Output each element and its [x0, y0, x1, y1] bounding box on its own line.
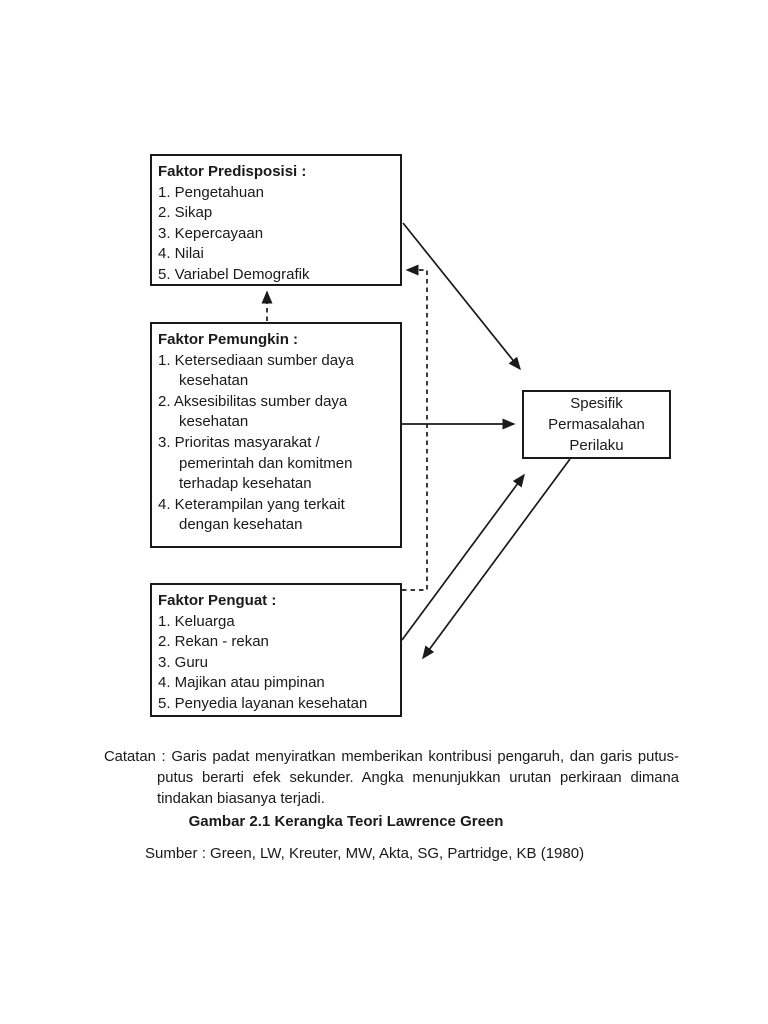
list-item: 4. Nilai	[158, 245, 204, 263]
list-penguat: 1. Keluarga 2. Rekan - rekan 3. Guru 4. Maj…	[158, 612, 390, 715]
list-item: 3. Guru	[158, 653, 209, 671]
box-spesifik-permasalahan-perilaku: Spesifik Permasalahan Perilaku	[522, 390, 671, 459]
list-predisposisi: 1. Pengetahuan 2. Sikap 3. Kepercayaan 4. N…	[158, 183, 390, 286]
figure-caption: Gambar 2.1 Kerangka Teori Lawrence Green	[188, 813, 504, 830]
arrow-penguat-to-predisposisi-feedback	[402, 264, 428, 591]
arrow-predisposisi-to-outcome	[402, 222, 521, 371]
list-item: 3. Kepercayaan	[158, 224, 264, 242]
box-faktor-pemungkin: Faktor Pemungkin : 1. Ketersediaan sumbe…	[150, 322, 402, 548]
box-title-penguat: Faktor Penguat :	[158, 592, 277, 609]
figure-note: Catatan : Garis padat menyiratkan member…	[104, 747, 679, 809]
box-title-pemungkin: Faktor Pemungkin :	[158, 331, 299, 348]
box-faktor-penguat: Faktor Penguat : 1. Keluarga 2. Rekan - r…	[150, 583, 402, 717]
list-item: 5. Variabel Demografik	[158, 265, 310, 283]
figure-source: Sumber : Green, LW, Kreuter, MW, Akta, S…	[145, 845, 585, 862]
list-item: 2. Sikap	[158, 204, 213, 222]
list-item: 1. Pengetahuan	[158, 183, 264, 201]
list-item: 5. Penyedia layanan kesehatan	[158, 694, 368, 712]
arrow-penguat-to-outcome	[401, 473, 525, 641]
list-item: 3. Prioritas masyarakat / pemerintah dan…	[158, 433, 353, 493]
box-title-predisposisi: Faktor Predisposisi :	[158, 163, 307, 180]
note-body: Garis padat menyiratkan memberikan kontr…	[157, 749, 679, 807]
list-item: 1. Keluarga	[158, 612, 235, 630]
arrow-outcome-to-penguat	[422, 458, 571, 660]
list-item: 1. Ketersediaan sumber daya kesehatan	[158, 351, 354, 390]
outcome-label: Spesifik Permasalahan Perilaku	[548, 395, 645, 454]
box-faktor-predisposisi: Faktor Predisposisi : 1. Pengetahuan 2. S…	[150, 154, 402, 286]
list-item: 2. Rekan - rekan	[158, 633, 269, 651]
note-label: Catatan :	[104, 749, 166, 765]
list-item: 2. Aksesibilitas sumber daya kesehatan	[158, 392, 348, 431]
list-item: 4. Keterampilan yang terkait dengan kese…	[158, 495, 345, 534]
list-item: 4. Majikan atau pimpinan	[158, 674, 325, 692]
